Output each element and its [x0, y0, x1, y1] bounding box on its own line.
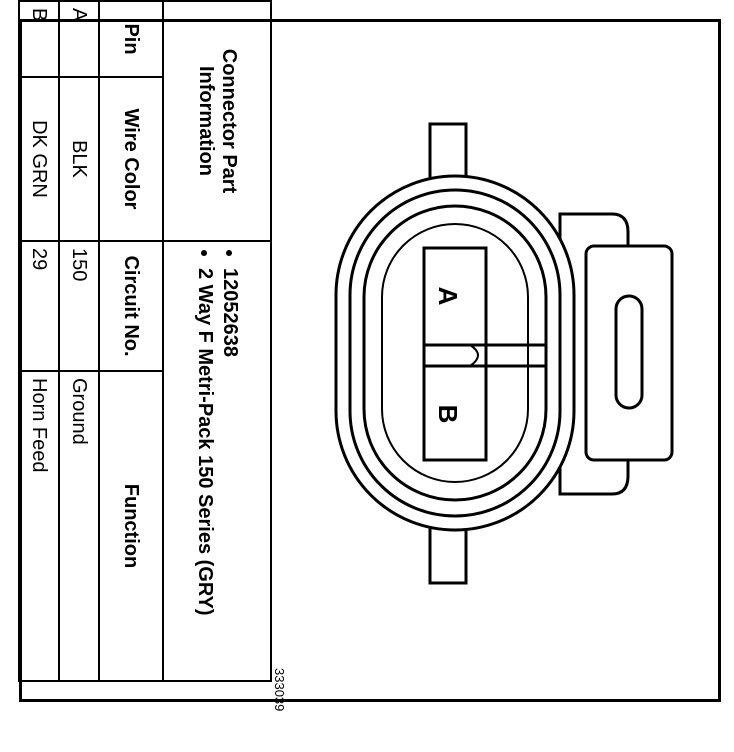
- cavity-b-label: B: [433, 405, 463, 424]
- row-a-circuit: 150: [59, 241, 99, 371]
- header-function: Function: [99, 371, 163, 681]
- row-b-pin: B: [20, 2, 58, 77]
- connector-part-info-label: Connector Part Information: [163, 1, 271, 241]
- connector-part-info-cell: 12052638 2 Way F Metri-Pack 150 Series (…: [163, 241, 271, 681]
- table-row: A BLK 150 Ground: [59, 1, 99, 681]
- row-a-wire-color: BLK: [68, 140, 91, 178]
- cavity-a-label: A: [433, 287, 463, 306]
- connector-table: Connector Part Information 12052638 2 Wa…: [18, 0, 272, 682]
- connector-sheet: [19, 19, 721, 702]
- row-b-circuit: 29: [19, 241, 59, 371]
- pin-wire-header: Pin Wire Color: [99, 1, 163, 241]
- diagram-reference-number: 333039: [272, 668, 287, 712]
- row-a-pin: A: [60, 2, 98, 77]
- row-a-function: Ground: [59, 371, 99, 681]
- latch-slot-icon: [614, 294, 644, 410]
- bottom-tab: [428, 523, 468, 585]
- header-circuit-no: Circuit No.: [99, 241, 163, 371]
- part-number: 12052638: [218, 268, 241, 674]
- connector-table-rotated: Connector Part Information 12052638 2 Wa…: [19, 0, 272, 681]
- top-tab: [428, 122, 468, 184]
- table-row: B DK GRN 29 Horn Feed: [19, 1, 59, 681]
- header-wire-color: Wire Color: [120, 108, 143, 210]
- connector-face-diagram: A B: [334, 122, 674, 585]
- connector-series: 2 Way F Metri-Pack 150 Series (GRY): [193, 268, 216, 674]
- header-pin: Pin: [100, 2, 162, 77]
- row-b-function: Horn Feed: [19, 371, 59, 681]
- row-b-wire-color: DK GRN: [28, 120, 51, 198]
